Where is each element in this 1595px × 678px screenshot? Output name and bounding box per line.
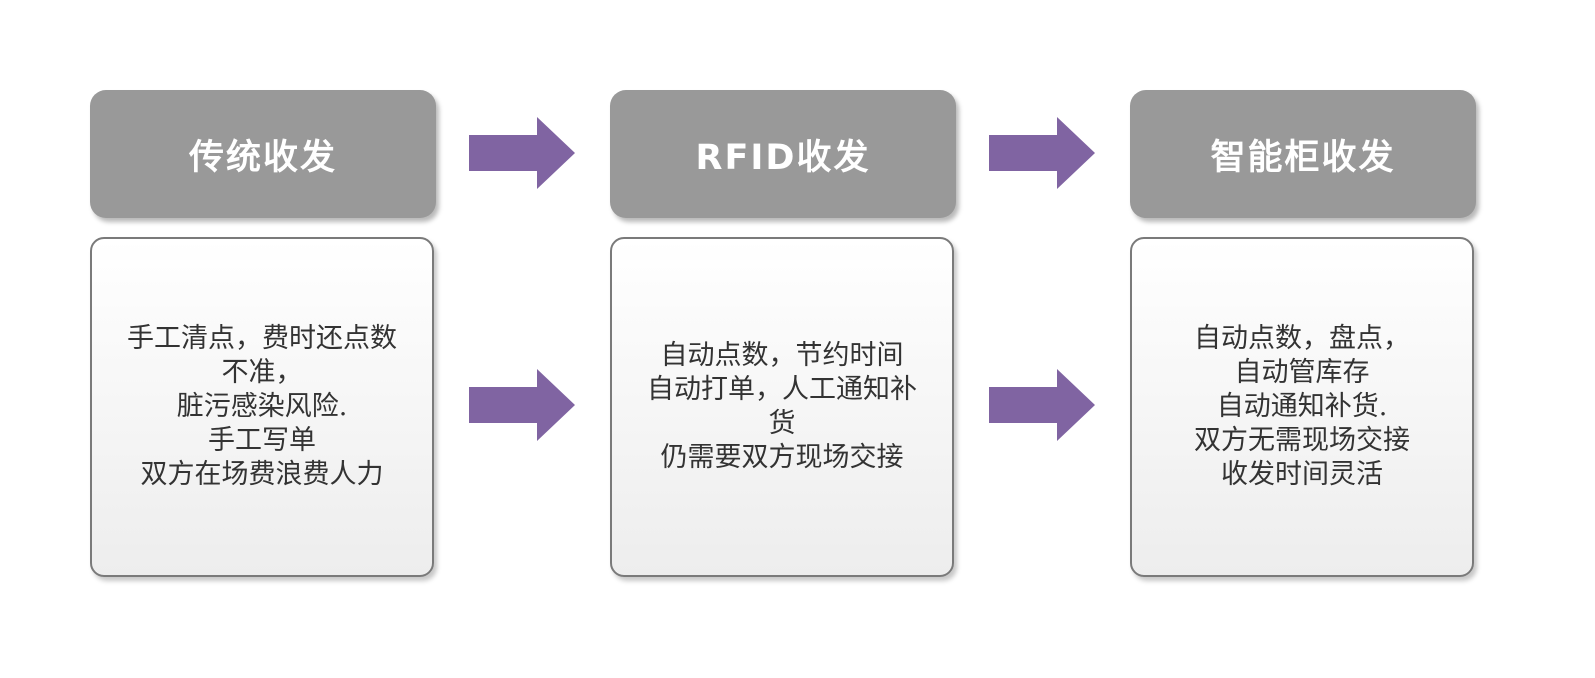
stage-1-title: 传统收发 [90,90,436,218]
stage-1-title-text: 传统收发 [188,137,337,178]
stage-1-line: 手工写单 [208,425,316,456]
stage-2-title-text: RFID收发 [695,137,871,178]
stage-3-line: 收发时间灵活 [1221,459,1383,490]
arrow-right-icon [469,117,577,189]
stage-1-line: 双方在场费浪费人力 [140,459,384,490]
stage-2-description: 自动点数，节约时间 自动打单，人工通知补 货 仍需要双方现场交接 [610,237,954,577]
stage-1-line: 手工清点，费时还点数 [127,323,397,354]
stage-2-line: 仍需要双方现场交接 [660,442,904,473]
stage-2-line: 自动点数，节约时间 [660,340,904,371]
stage-3-description: 自动点数，盘点， 自动管库存 自动通知补货. 双方无需现场交接 收发时间灵活 [1130,237,1474,577]
stage-3-line: 自动点数，盘点， [1194,323,1410,354]
stage-1-line: 不准， [221,357,303,388]
stage-1-description: 手工清点，费时还点数 不准， 脏污感染风险. 手工写单 双方在场费浪费人力 [90,237,434,577]
stage-3-title: 智能柜收发 [1130,90,1476,218]
stage-2-line: 货 [768,408,796,439]
arrow-right-icon [989,369,1097,441]
stage-2-line: 自动打单，人工通知补 [647,374,917,405]
arrow-right-icon [469,369,577,441]
stage-2-title: RFID收发 [610,90,956,218]
arrow-right-icon [989,117,1097,189]
stage-3-line: 双方无需现场交接 [1194,425,1410,456]
stage-3-line: 自动通知补货. [1216,391,1388,422]
stage-3-title-text: 智能柜收发 [1210,137,1396,178]
stage-3-line: 自动管库存 [1234,357,1370,388]
stage-1-line: 脏污感染风险. [176,391,348,422]
